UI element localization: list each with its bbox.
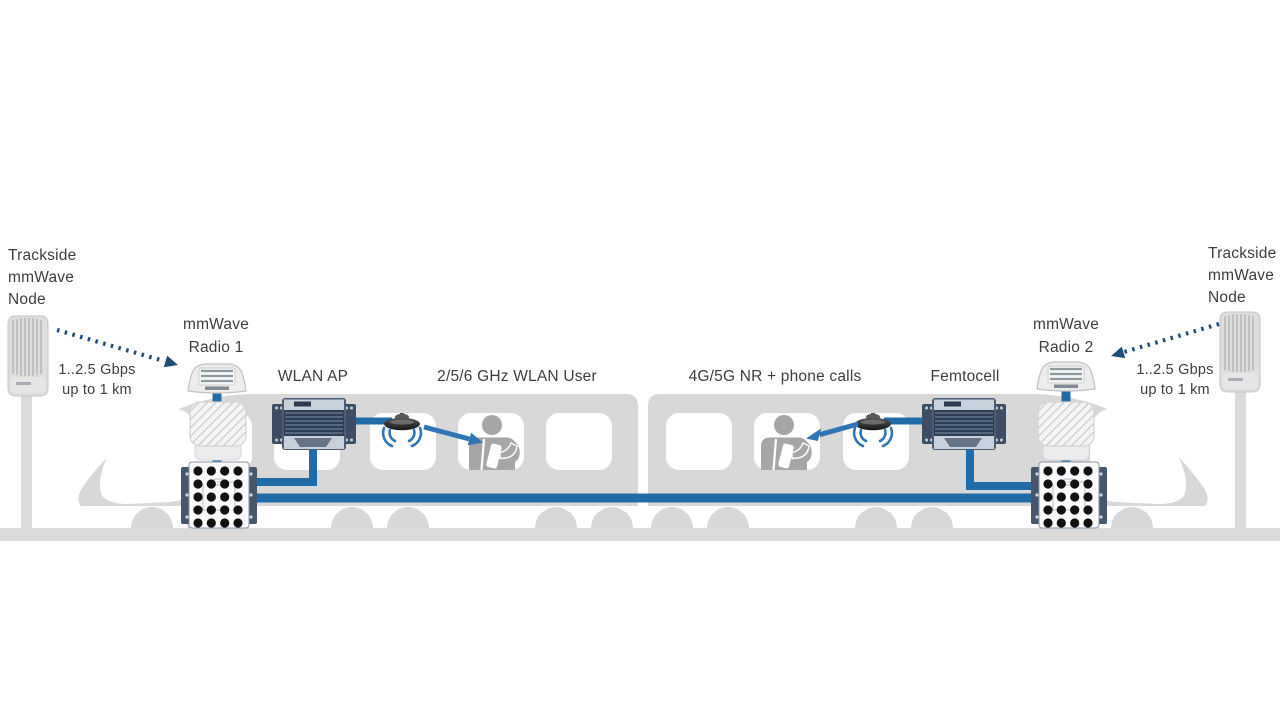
trackside-pole-right <box>1235 392 1246 530</box>
wlan-ap-label: WLAN AP <box>248 366 378 388</box>
femtocell-icon <box>921 397 1007 451</box>
mmwave-radio-2-line1: mmWave <box>1032 316 1100 333</box>
wlan-signal-arrow <box>423 424 483 446</box>
train-wheels <box>131 507 1153 528</box>
mmwave-radio-1-line2: Radio 1 <box>188 339 244 356</box>
link-rate-left-line1: 1..2.5 Gbps <box>58 362 136 378</box>
mmwave-radio-2-label: mmWave Radio 2 <box>1000 313 1132 359</box>
femtocell-label: Femtocell <box>900 366 1030 388</box>
cellular-signal-arrow <box>806 421 859 441</box>
mmwave-radio-1-label: mmWave Radio 1 <box>150 313 282 359</box>
wlan-ap-label-text: WLAN AP <box>277 368 349 385</box>
wlan-user-label: 2/5/6 GHz WLAN User <box>397 366 637 388</box>
windshield-rear <box>1090 408 1187 504</box>
mmwave-link-arrow-right <box>1111 321 1220 359</box>
trackside-node-right-line1: Trackside <box>1208 245 1277 262</box>
trackside-node-right-label: Trackside mmWave Node <box>1208 243 1276 309</box>
mmwave-radio-2-line2: Radio 2 <box>1038 339 1094 356</box>
track <box>0 528 1280 541</box>
link-rate-left-label: 1..2.5 Gbps up to 1 km <box>37 361 157 400</box>
roof-antenna-panel-1-icon <box>189 401 247 461</box>
ethernet-switch-1-icon <box>180 461 258 529</box>
link-rate-left-line2: up to 1 km <box>62 381 132 398</box>
trackside-node-right-line3: Node <box>1208 289 1246 306</box>
link-rate-right-line2: up to 1 km <box>1140 381 1210 398</box>
trackside-node-right-line2: mmWave <box>1208 267 1275 284</box>
cellular-user-label: 4G/5G NR + phone calls <box>652 366 898 388</box>
wlan-user-label-text: 2/5/6 GHz WLAN User <box>437 368 597 385</box>
mmwave-link-arrow-left <box>56 327 178 368</box>
femtocell-label-text: Femtocell <box>930 368 1000 385</box>
wlan-ap-icon <box>271 397 357 451</box>
trackside-node-left-line1: Trackside <box>8 247 77 264</box>
ethernet-switch-2-icon <box>1030 461 1108 529</box>
mmwave-radio-1-line1: mmWave <box>182 316 250 333</box>
link-rate-right-line1: 1..2.5 Gbps <box>1136 362 1214 378</box>
trackside-node-left-line2: mmWave <box>8 269 75 286</box>
mmwave-radio-2-icon <box>1035 360 1097 393</box>
trackside-node-left-line3: Node <box>8 291 46 308</box>
trackside-node-left-label: Trackside mmWave Node <box>8 245 76 311</box>
cellular-user-label-text: 4G/5G NR + phone calls <box>688 368 862 385</box>
trackside-pole-left <box>21 394 32 530</box>
windshield-front <box>99 408 196 504</box>
mmwave-radio-1-icon <box>186 362 248 395</box>
link-rate-right-label: 1..2.5 Gbps up to 1 km <box>1115 361 1235 400</box>
roof-antenna-panel-2-icon <box>1037 401 1095 461</box>
